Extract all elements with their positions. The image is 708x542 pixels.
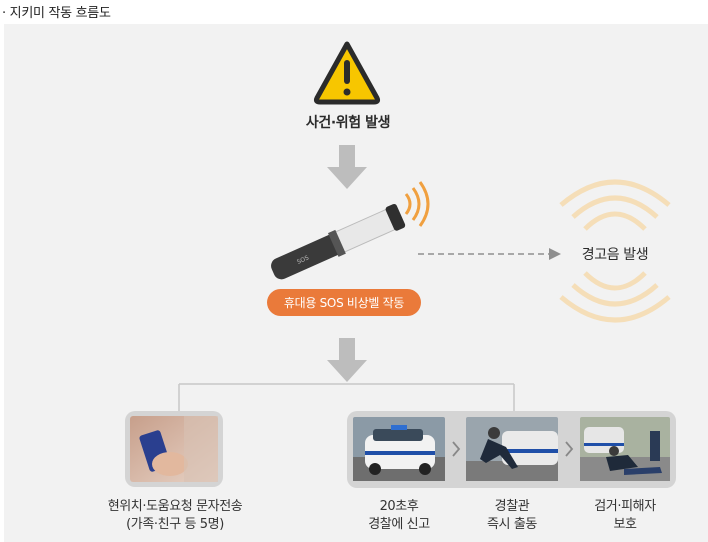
- sound-wave-icon: [404, 181, 430, 227]
- diagram-caption: · 지키미 작동 흐름도: [2, 6, 111, 21]
- police-report-line2: 경찰에 신고: [368, 517, 430, 532]
- dispatch-label: 경찰관 즉시 출동: [462, 498, 562, 534]
- phone-photo: [130, 416, 218, 482]
- chevron-right-icon: [565, 441, 574, 457]
- text-message-label: 현위치·도움요청 문자전송 (가족·친구 등 5명): [80, 498, 270, 534]
- incident-label: 사건·위험 발생: [305, 115, 391, 131]
- sos-device-label: 휴대용 SOS 비상벨 작동: [267, 289, 421, 316]
- arrest-label: 검거·피해자 보호: [575, 498, 675, 534]
- chevron-right-icon: [452, 441, 461, 457]
- police-report-line1: 20초후: [379, 499, 419, 514]
- down-arrow-icon: [327, 145, 367, 189]
- dispatch-line1: 경찰관: [494, 499, 530, 514]
- sos-bell-device-icon: SOS: [271, 203, 406, 280]
- alarm-wave-icon: [559, 179, 671, 323]
- down-arrow-icon: [327, 338, 367, 382]
- warning-triangle-icon: [313, 41, 381, 105]
- police-officer-photo: [466, 417, 558, 481]
- arrest-photo: [580, 417, 670, 481]
- svg-text:SOS: SOS: [296, 254, 310, 265]
- arrest-line1: 검거·피해자: [594, 499, 656, 514]
- text-message-line2: (가족·친구 등 5명): [126, 517, 224, 532]
- dashed-arrow-icon: [418, 248, 561, 260]
- alarm-label: 경고음 발생: [581, 247, 649, 263]
- dispatch-line2: 즉시 출동: [487, 517, 537, 532]
- arrest-line2: 보호: [613, 517, 637, 532]
- police-car-photo: [353, 417, 445, 481]
- police-report-label: 20초후 경찰에 신고: [349, 498, 449, 534]
- text-message-line1: 현위치·도움요청 문자전송: [107, 499, 243, 514]
